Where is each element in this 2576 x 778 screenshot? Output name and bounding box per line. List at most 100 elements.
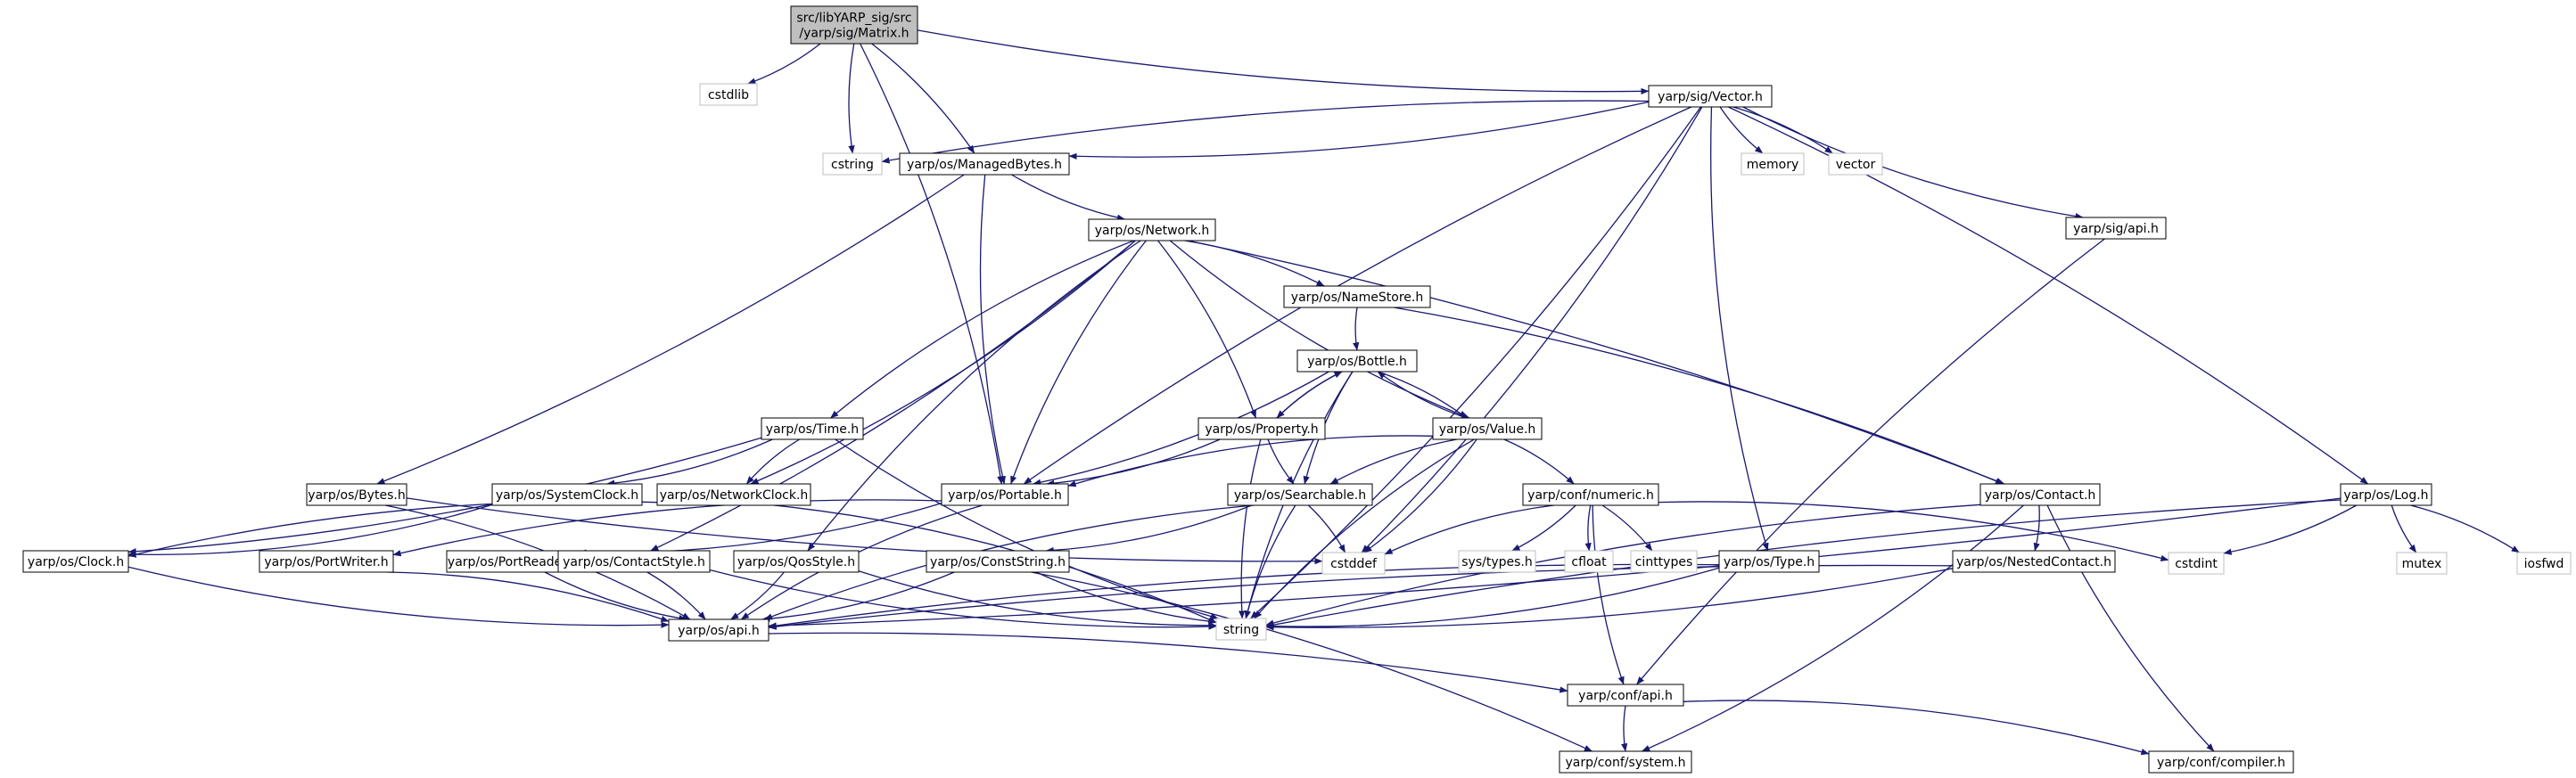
node-matrix[interactable]: src/libYARP_sig/src/yarp/sig/Matrix.h bbox=[790, 5, 918, 45]
edge-value-to-string bbox=[1254, 438, 1475, 619]
edge-network-to-property bbox=[1157, 240, 1257, 419]
edge-property-to-portable bbox=[1046, 438, 1221, 487]
node-qosstyle[interactable]: yarp/os/QosStyle.h bbox=[733, 550, 860, 573]
edge-searchable-to-cstddef bbox=[1307, 504, 1346, 553]
node-label-contactstyle: yarp/os/ContactStyle.h bbox=[563, 555, 705, 569]
node-contact[interactable]: yarp/os/Contact.h bbox=[1979, 483, 2101, 506]
edge-vector_h-to-memory bbox=[1719, 106, 1764, 154]
node-clock[interactable]: yarp/os/Clock.h bbox=[22, 550, 129, 573]
node-label-string: string bbox=[1223, 623, 1259, 637]
node-label-portreader: yarp/os/PortReader.h bbox=[448, 555, 578, 569]
edge-qosstyle-to-string bbox=[858, 570, 1217, 629]
edge-sigapi-to-confapi bbox=[1636, 238, 2105, 685]
node-label-log: yarp/os/Log.h bbox=[2343, 488, 2428, 503]
node-vector_h[interactable]: yarp/sig/Vector.h bbox=[1648, 85, 1773, 108]
node-numeric[interactable]: yarp/conf/numeric.h bbox=[1522, 483, 1659, 506]
node-box-vector_h bbox=[1648, 85, 1773, 108]
node-systypes: sys/types.h bbox=[1458, 550, 1536, 573]
node-sigapi[interactable]: yarp/sig/api.h bbox=[2065, 217, 2167, 240]
node-label-portable: yarp/os/Portable.h bbox=[948, 488, 1062, 503]
edge-network-to-time bbox=[830, 240, 1134, 419]
edge-matrix-to-vector_h bbox=[917, 29, 1650, 95]
node-type[interactable]: yarp/os/Type.h bbox=[1718, 550, 1820, 573]
node-systemclock[interactable]: yarp/os/SystemClock.h bbox=[491, 483, 643, 506]
node-label-vector: vector bbox=[1836, 158, 1876, 172]
edge-matrix-to-cstring bbox=[848, 43, 855, 154]
edge-conststring-to-osapi bbox=[761, 571, 955, 622]
edge-vector_h-to-sigapi bbox=[1742, 106, 2084, 220]
edge-namestore-to-bottle bbox=[1353, 307, 1360, 351]
node-box-matrix bbox=[790, 5, 918, 45]
node-cinttypes: cinttypes bbox=[1630, 550, 1698, 573]
node-log[interactable]: yarp/os/Log.h bbox=[2340, 483, 2432, 506]
edge-searchable-to-string bbox=[1244, 504, 1296, 619]
edge-type-to-osapi bbox=[768, 563, 1720, 629]
node-box-osapi bbox=[668, 618, 770, 642]
node-label-matrix: /yarp/sig/Matrix.h bbox=[799, 27, 909, 41]
node-cstring: cstring bbox=[822, 152, 883, 176]
node-confcompiler[interactable]: yarp/conf/compiler.h bbox=[2148, 750, 2294, 774]
node-portable[interactable]: yarp/os/Portable.h bbox=[941, 483, 1069, 506]
node-label-cstdint: cstdint bbox=[2175, 557, 2218, 571]
edge-systemclock-to-clock bbox=[128, 504, 493, 558]
node-label-managedbytes: yarp/os/ManagedBytes.h bbox=[907, 158, 1062, 172]
node-mutex: mutex bbox=[2396, 552, 2448, 575]
edge-network-to-value bbox=[1169, 240, 1470, 419]
node-confapi[interactable]: yarp/conf/api.h bbox=[1567, 684, 1684, 707]
edge-portwriter-to-osapi bbox=[387, 571, 670, 622]
node-label-value: yarp/os/Value.h bbox=[1439, 422, 1536, 437]
node-vector: vector bbox=[1828, 152, 1883, 176]
node-namestore[interactable]: yarp/os/NameStore.h bbox=[1283, 285, 1431, 308]
node-label-property: yarp/os/Property.h bbox=[1205, 422, 1318, 437]
node-label-cinttypes: cinttypes bbox=[1635, 555, 1693, 569]
node-box-searchable bbox=[1227, 483, 1373, 506]
node-box-bottle bbox=[1296, 349, 1418, 373]
edge-matrix-to-portable bbox=[860, 43, 1004, 485]
edge-log-to-mutex bbox=[2391, 504, 2417, 553]
node-searchable[interactable]: yarp/os/Searchable.h bbox=[1227, 483, 1373, 506]
edge-time-to-clock bbox=[128, 437, 762, 555]
node-box-qosstyle bbox=[733, 550, 860, 573]
edge-vector_h-to-portable bbox=[1023, 106, 1692, 485]
edge-network-to-contactstyle bbox=[650, 240, 1136, 552]
node-cstdint: cstdint bbox=[2168, 552, 2225, 575]
edge-portreader-to-osapi bbox=[544, 571, 687, 622]
node-time[interactable]: yarp/os/Time.h bbox=[761, 417, 864, 440]
node-bottle[interactable]: yarp/os/Bottle.h bbox=[1296, 349, 1418, 373]
edge-vector_h-to-managedbytes bbox=[1068, 101, 1650, 160]
node-box-portable bbox=[941, 483, 1069, 506]
node-portwriter[interactable]: yarp/os/PortWriter.h bbox=[259, 550, 394, 573]
edge-confapi-to-confsystem bbox=[1621, 705, 1628, 752]
node-nestedcontact[interactable]: yarp/os/NestedContact.h bbox=[1952, 550, 2116, 573]
node-box-confsystem bbox=[1559, 750, 1692, 774]
edge-vector_h-to-type bbox=[1710, 106, 1769, 552]
nodes-layer: src/libYARP_sig/src/yarp/sig/Matrix.hcst… bbox=[22, 5, 2572, 774]
node-network[interactable]: yarp/os/Network.h bbox=[1088, 218, 1216, 242]
edge-bottle-to-value bbox=[1377, 371, 1468, 419]
node-label-systypes: sys/types.h bbox=[1461, 555, 1532, 569]
node-label-contact: yarp/os/Contact.h bbox=[1985, 488, 2096, 503]
node-box-contactstyle bbox=[557, 550, 711, 573]
node-contactstyle[interactable]: yarp/os/ContactStyle.h bbox=[557, 550, 711, 573]
node-label-searchable: yarp/os/Searchable.h bbox=[1234, 488, 1366, 503]
node-label-vector_h: yarp/sig/Vector.h bbox=[1658, 90, 1763, 104]
node-networkclock[interactable]: yarp/os/NetworkClock.h bbox=[656, 483, 811, 506]
node-osapi[interactable]: yarp/os/api.h bbox=[668, 618, 770, 642]
node-value[interactable]: yarp/os/Value.h bbox=[1432, 417, 1543, 440]
node-bytes[interactable]: yarp/os/Bytes.h bbox=[306, 483, 407, 506]
edge-value-to-portable bbox=[1067, 435, 1434, 487]
node-box-contact bbox=[1979, 483, 2101, 506]
node-box-vector bbox=[1828, 152, 1883, 176]
node-label-cstring: cstring bbox=[831, 158, 874, 172]
node-conststring[interactable]: yarp/os/ConstString.h bbox=[926, 550, 1070, 573]
node-property[interactable]: yarp/os/Property.h bbox=[1197, 417, 1326, 440]
node-portreader[interactable]: yarp/os/PortReader.h bbox=[446, 550, 580, 573]
node-label-nestedcontact: yarp/os/NestedContact.h bbox=[1956, 555, 2111, 569]
node-confsystem[interactable]: yarp/conf/system.h bbox=[1559, 750, 1692, 774]
edge-managedbytes-to-network bbox=[1011, 174, 1125, 221]
node-box-mutex bbox=[2396, 552, 2448, 575]
node-cfloat: cfloat bbox=[1564, 550, 1614, 573]
node-managedbytes[interactable]: yarp/os/ManagedBytes.h bbox=[899, 152, 1070, 176]
edge-searchable-to-conststring bbox=[1045, 504, 1253, 554]
edge-property-to-string bbox=[1239, 438, 1262, 619]
